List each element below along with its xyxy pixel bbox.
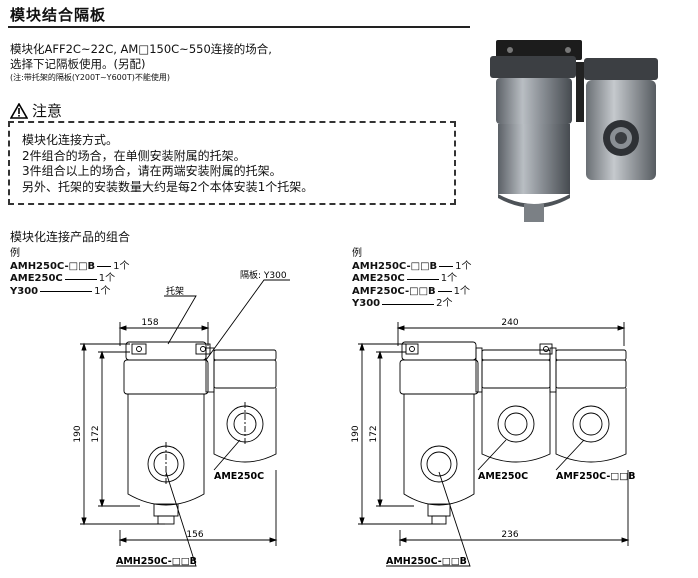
dim-height-outer: 190: [73, 425, 83, 442]
intro-line-1: 模块化AFF2C~22C, AM□150C~550连接的场合,: [10, 42, 272, 56]
caution-line: 模块化连接方式。: [22, 133, 119, 147]
intro-note: (注:带托架的隔板(Y200T~Y600T)不能使用): [10, 73, 170, 82]
dim-height-inner: 172: [369, 425, 379, 442]
spacer-label: 隔板: Y300: [240, 269, 287, 281]
section-title: 模块结合隔板: [10, 6, 107, 24]
caution-heading: 注意: [10, 100, 62, 121]
dim-height-outer: 190: [351, 425, 361, 442]
dim-top-width: 158: [141, 318, 158, 328]
dim-bottom-width: 236: [501, 530, 518, 540]
caution-line: 3件组合以上的场合，请在两端安装附属的托架。: [22, 164, 282, 178]
intro-text: 模块化AFF2C~22C, AM□150C~550连接的场合, 选择下记隔板使用…: [10, 42, 272, 83]
caution-box: 模块化连接方式。 2件组合的场合，在单侧安装附属的托架。 3件组合以上的场合，请…: [8, 121, 456, 205]
right-example: 例: [352, 248, 362, 259]
dim-top-width: 240: [501, 318, 518, 328]
product-photo: [490, 40, 658, 222]
caution-line: 2件组合的场合，在单侧安装附属的托架。: [22, 148, 246, 163]
dim-height-inner: 172: [91, 425, 101, 442]
intro-line-2: 选择下记隔板使用。(另配): [10, 57, 146, 71]
caution-title: 注意: [32, 102, 63, 120]
left-example: 例: [10, 248, 20, 259]
unit-left-label: AMH250C-□□B: [386, 556, 467, 567]
combo-title: 模块化连接产品的组合: [10, 230, 131, 244]
caution-line: 另外、托架的安装数量大约是每2个本体安装1个托架。: [22, 179, 314, 194]
unit-left-label: AMH250C-□□B: [116, 556, 197, 567]
bracket-label: 托架: [166, 285, 184, 297]
unit-right-label: AMF250C-□□B: [556, 471, 635, 482]
dim-bottom-width: 156: [186, 530, 203, 540]
title-rule: [8, 26, 470, 28]
warning-icon: [10, 102, 28, 119]
unit-middle-label: AME250C: [478, 471, 528, 482]
unit-right-label: AME250C: [214, 471, 264, 482]
